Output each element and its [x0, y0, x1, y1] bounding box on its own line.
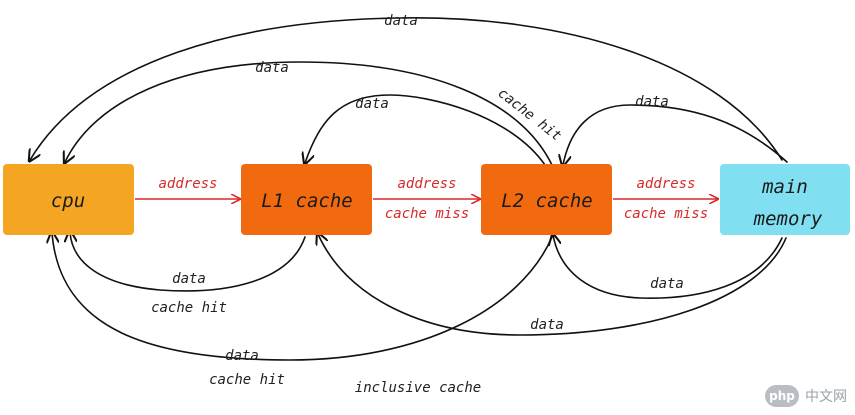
arc-l2-to-cpu-top: [65, 61, 553, 165]
l1-cache-label: L1 cache: [261, 190, 353, 212]
main-memory-box: [720, 164, 850, 235]
label-l2-mem-address: address: [636, 176, 695, 192]
label-cpu-l1-address: address: [158, 176, 217, 192]
label-mem-l1-bottom-data: data: [530, 317, 564, 333]
label-l2-mem-cache-miss: cache miss: [624, 206, 708, 222]
php-logo-icon: php: [765, 385, 799, 407]
arc-l1-to-cpu-bottom: [70, 232, 306, 292]
label-cache-hit-rotated: cache hit: [495, 85, 565, 144]
l2-cache-node: L2 cache: [481, 164, 612, 235]
label-mem-l2-bottom-data: data: [650, 276, 684, 292]
label-l1-l2-address: address: [397, 176, 456, 192]
label-l1-l2-cache-miss: cache miss: [385, 206, 469, 222]
label-mem-cpu-top-data: data: [384, 13, 418, 29]
label-mem-l2-top-data: data: [635, 94, 669, 110]
watermark-text: 中文网: [805, 389, 847, 405]
label-l2-l1-top-data: data: [355, 96, 389, 112]
diagram-caption: inclusive cache: [355, 380, 481, 396]
label-l2-cpu-top-data: data: [255, 60, 289, 76]
arc-mem-to-l1-bottom: [318, 234, 787, 336]
main-memory-label-line1: main: [761, 176, 808, 198]
l1-cache-node: L1 cache: [241, 164, 372, 235]
main-memory-label-line2: memory: [753, 208, 823, 230]
site-watermark: php 中文网: [765, 385, 847, 407]
l2-cache-box: [481, 164, 612, 235]
cpu-box: [3, 164, 134, 235]
arc-mem-to-l2-top: [563, 104, 788, 165]
label-l1-cpu-bottom-data: data: [172, 271, 206, 287]
main-memory-node: main memory: [720, 164, 850, 235]
l1-cache-box: [241, 164, 372, 235]
arc-l2-to-cpu-bottom: [52, 233, 553, 361]
arc-l2-to-l1-top: [305, 94, 546, 165]
arc-mem-to-cpu-top: [30, 17, 783, 160]
cpu-label: cpu: [51, 190, 85, 212]
l2-cache-label: L2 cache: [501, 190, 593, 212]
label-l1-cpu-bottom-cache-hit: cache hit: [151, 300, 227, 316]
arc-mem-to-l2-bottom: [553, 235, 783, 299]
label-l2-cpu-bottom-cache-hit: cache hit: [209, 372, 285, 388]
label-l2-cpu-bottom-data: data: [225, 348, 259, 364]
cpu-node: cpu: [3, 164, 134, 235]
